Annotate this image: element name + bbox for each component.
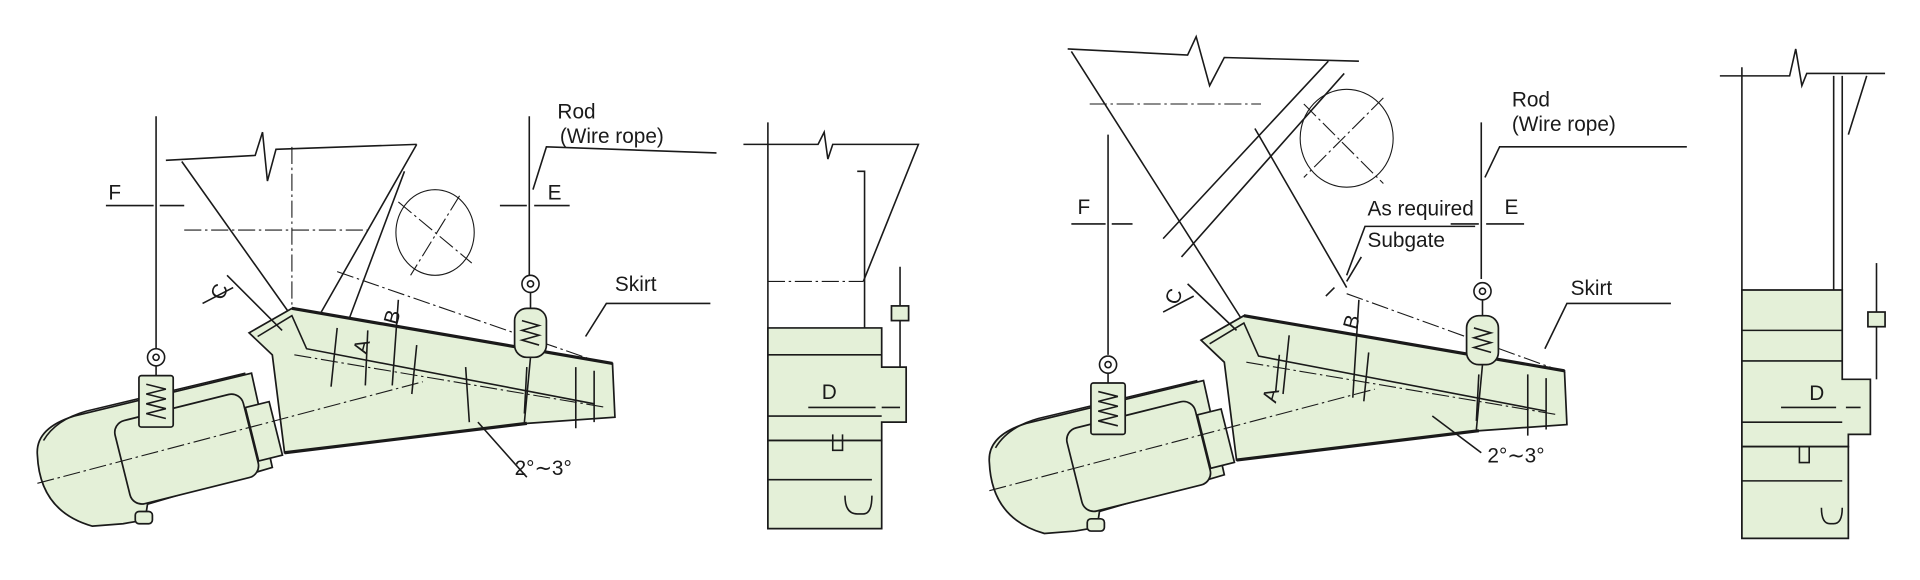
label-skirt: Skirt xyxy=(1571,277,1613,300)
label-e: E xyxy=(548,181,562,204)
label-skirt: Skirt xyxy=(615,273,657,296)
label-a: A xyxy=(349,337,375,356)
side-view-2: D xyxy=(1719,48,1886,540)
label-angle: 2°∼3° xyxy=(1487,445,1544,468)
label-subgate: Subgate xyxy=(1367,229,1444,252)
bin-circle xyxy=(395,189,475,276)
label-angle: 2°∼3° xyxy=(515,457,572,480)
label-d: D xyxy=(822,381,837,404)
label-d: D xyxy=(1809,382,1824,405)
label-a: A xyxy=(1258,386,1284,405)
label-f: F xyxy=(1077,196,1090,219)
label-wire-rope: (Wire rope) xyxy=(1512,113,1616,136)
label-c: C xyxy=(206,281,233,303)
label-b: B xyxy=(380,307,406,326)
label-e: E xyxy=(1505,196,1519,219)
label-b: B xyxy=(1339,312,1365,331)
label-c: C xyxy=(1161,286,1188,308)
label-as-required: As required xyxy=(1367,197,1473,220)
label-wire-rope: (Wire rope) xyxy=(560,125,664,148)
figure-standard: F E Rod (Wire rope) Skirt C B A 2°∼3° D xyxy=(35,101,920,530)
figure-subgate: F E Rod (Wire rope) As required Subgate … xyxy=(987,34,1886,540)
side-view-1: D xyxy=(743,122,920,530)
label-rod: Rod xyxy=(1512,88,1550,111)
bin-circle xyxy=(1299,88,1394,188)
label-f: F xyxy=(108,181,121,204)
label-rod: Rod xyxy=(557,101,595,124)
subgate xyxy=(1325,256,1363,297)
